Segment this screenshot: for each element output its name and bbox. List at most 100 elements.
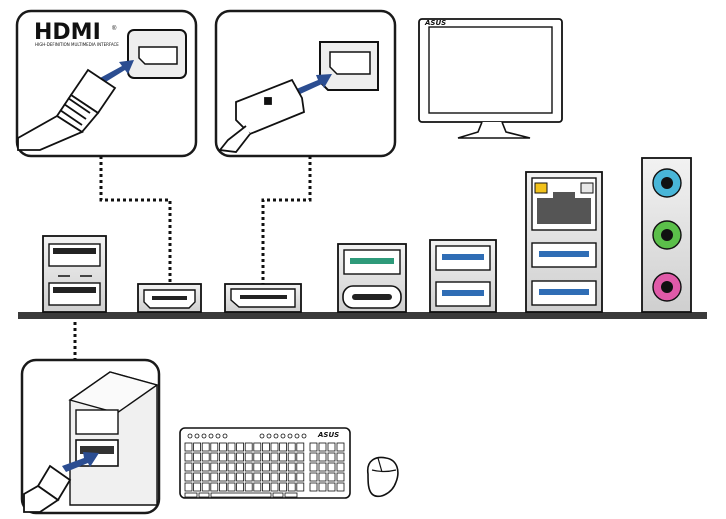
keyboard-key <box>236 452 245 462</box>
hdmi-callout: HDMI ® HIGH-DEFINITION MULTIMEDIA INTERF… <box>15 9 198 158</box>
keyboard-key <box>236 482 245 492</box>
keyboard-key <box>244 442 253 452</box>
keyboard-media-key <box>187 433 193 439</box>
keyboard-key <box>336 452 345 462</box>
keyboard-key <box>218 472 227 482</box>
keyboard-key <box>261 452 270 462</box>
keyboard-key <box>227 472 236 482</box>
keyboard-key <box>336 482 345 492</box>
keyboard-media-key <box>266 433 272 439</box>
keyboard-key <box>210 452 219 462</box>
keyboard-media-key <box>215 433 221 439</box>
keyboard-key <box>261 472 270 482</box>
keyboard-media-key <box>194 433 200 439</box>
keyboard-key <box>279 482 288 492</box>
hdmi-plug <box>17 68 117 151</box>
keyboard-key <box>218 452 227 462</box>
keyboard-key <box>296 452 305 462</box>
keyboard-key <box>270 482 279 492</box>
keyboard-media-key <box>287 433 293 439</box>
keyboard-key <box>210 442 219 452</box>
keyboard-key <box>218 462 227 472</box>
keyboard-key <box>327 442 336 452</box>
keyboard-key <box>327 482 336 492</box>
keyboard-key <box>236 442 245 452</box>
keyboard-key <box>253 482 262 492</box>
displayport-port-closeup <box>319 41 379 91</box>
keyboard-key <box>261 482 270 492</box>
keyboard-key <box>336 472 345 482</box>
keyboard-key <box>201 462 210 472</box>
keyboard-key <box>201 472 210 482</box>
keyboard-media-key <box>222 433 228 439</box>
keyboard-key <box>270 472 279 482</box>
keyboard-key <box>296 442 305 452</box>
keyboard-key <box>227 462 236 472</box>
usb2-port-stack <box>42 235 107 313</box>
keyboard-media-key <box>280 433 286 439</box>
hdmi-port <box>137 283 202 313</box>
keyboard-key <box>184 462 193 472</box>
keyboard-key <box>287 462 296 472</box>
keyboard-key <box>296 462 305 472</box>
keyboard-key <box>210 462 219 472</box>
keyboard-key <box>296 482 305 492</box>
displayport-plug <box>218 78 305 153</box>
keyboard-key <box>218 482 227 492</box>
keyboard-key <box>201 452 210 462</box>
dotted-connectors <box>73 156 312 360</box>
mouse-illustration <box>366 456 399 498</box>
keyboard-key <box>244 462 253 472</box>
keyboard-key <box>253 462 262 472</box>
keyboard-key <box>279 442 288 452</box>
keyboard-key <box>184 452 193 462</box>
keyboard-key <box>287 452 296 462</box>
keyboard-key <box>318 482 327 492</box>
keyboard-key <box>193 482 202 492</box>
keyboard-media-key <box>301 433 307 439</box>
keyboard-key <box>218 442 227 452</box>
keyboard-key <box>236 462 245 472</box>
keyboard-key <box>201 482 210 492</box>
insert-arrow-icon <box>62 452 99 472</box>
keyboard-key <box>270 442 279 452</box>
keyboard-illustration: ASUS <box>179 427 351 499</box>
hdmi-logo: HDMI <box>34 20 101 45</box>
keyboard-key <box>244 472 253 482</box>
keyboard-key <box>210 472 219 482</box>
keyboard-key <box>272 492 284 498</box>
keyboard-key <box>261 462 270 472</box>
insert-arrow-icon <box>294 74 332 95</box>
keyboard-key <box>184 472 193 482</box>
keyboard-key <box>184 442 193 452</box>
keyboard-key <box>210 492 272 498</box>
keyboard-key <box>309 482 318 492</box>
usb-plug <box>23 464 72 513</box>
keyboard-key <box>318 442 327 452</box>
keyboard-key <box>327 462 336 472</box>
keyboard-key <box>244 482 253 492</box>
usb3-port-stack <box>429 239 497 313</box>
keyboard-key <box>318 472 327 482</box>
keyboard-key <box>253 452 262 462</box>
displayport-port <box>224 283 302 313</box>
displayport-callout <box>214 9 397 158</box>
keyboard-key <box>279 462 288 472</box>
keyboard-brand: ASUS <box>317 431 339 439</box>
keyboard-key <box>318 452 327 462</box>
keyboard-key <box>193 462 202 472</box>
keyboard-media-key <box>208 433 214 439</box>
monitor-illustration: ASUS <box>418 18 563 139</box>
keyboard-key <box>184 492 198 498</box>
keyboard-key <box>210 482 219 492</box>
keyboard-key <box>227 442 236 452</box>
keyboard-key <box>279 472 288 482</box>
keyboard-key <box>184 482 193 492</box>
keyboard-key <box>193 452 202 462</box>
keyboard-key <box>327 472 336 482</box>
keyboard-key <box>253 472 262 482</box>
keyboard-key <box>236 472 245 482</box>
keyboard-key <box>193 442 202 452</box>
keyboard-key <box>284 492 298 498</box>
